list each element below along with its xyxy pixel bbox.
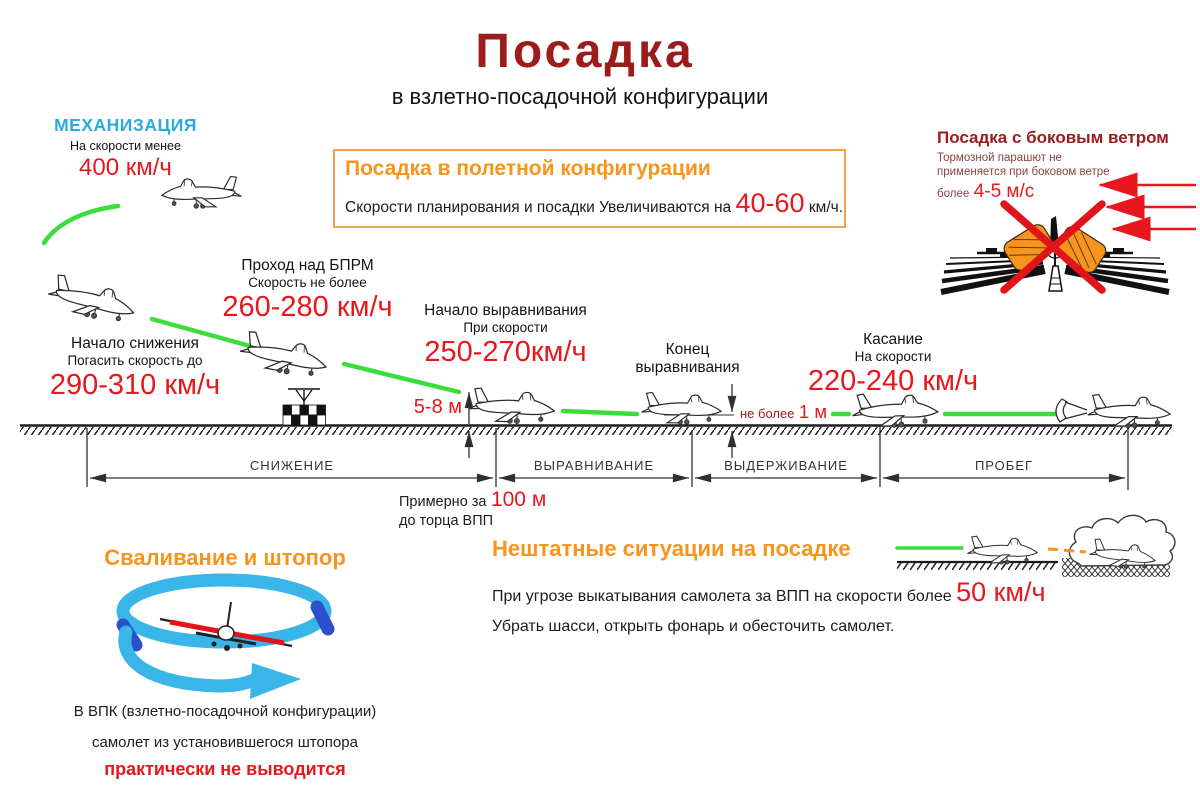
runway-ground [20,424,1172,435]
aircraft-touchdown-icon [851,390,939,430]
crosswind-line2: применяется при боковом ветре [937,165,1110,178]
distance-value: 100 м [490,488,547,511]
touchdown-value: 220-240 км/ч [807,365,979,397]
stall-spin-line2: самолет из установившегося штопора [92,734,358,751]
crosswind-limit: более 4-5 м/с [937,181,1197,203]
flare-height-label: 5-8 м [413,396,462,418]
excursion-illustration [895,514,1176,577]
phase-holdoff: ВЫДЕРЖИВАНИЕ [724,458,848,473]
emergencies-block: Нештатные ситуации на посадке При угрозе… [492,536,1052,636]
mechanization-heading: МЕХАНИЗАЦИЯ [54,115,197,135]
spin-illustration [116,573,335,699]
page-subtitle: в взлетно-посадочной конфигурации [391,84,769,109]
dimension-lines [86,384,1129,490]
mechanization-line: На скорости менее [70,139,181,153]
emergencies-line1: При угрозе выкатывания самолета за ВПП н… [492,588,952,605]
bprm-label: Проход над БПРМ Скорость не более 260-28… [200,257,415,323]
hold-height-text: не более [740,406,795,421]
crosswind-line1: Тормозной парашют не [937,152,1062,164]
bprm-l1: Проход над БПРМ [241,257,374,274]
prohibition-cross-icon [1000,200,1106,294]
descent-label: Начало снижения Погасить скорость до 290… [15,335,255,401]
stall-spin-heading: Сваливание и штопор [104,545,346,570]
distance-note1: Примерно за [399,494,487,510]
crosswind-heading: Посадка с боковым ветром [937,128,1169,147]
bprm-beacon-icon [282,388,326,426]
flare-end-label: Конец выравнивания [625,341,750,377]
aircraft-flare-end-icon [641,391,722,425]
descent-l1: Начало снижения [71,335,199,352]
phase-descent: СНИЖЕНИЕ [249,458,335,473]
spinning-aircraft-icon [159,601,293,651]
flight-config-unit: км/ч. [808,199,844,216]
page-title: Посадка [475,25,695,78]
emergencies-value1: 50 км/ч [956,577,1046,607]
aircraft-descent-start-icon [44,272,139,328]
descent-value: 290-310 км/ч [49,369,221,401]
crosswind-block: Посадка с боковым ветром Тормозной параш… [937,128,1197,203]
flare-start-value: 250-270км/ч [424,336,587,368]
flare-end-l2: выравнивания [635,359,740,376]
mechanization-block: МЕХАНИЗАЦИЯ На скорости менее 400 км/ч [38,115,213,182]
stall-spin-text: В ВПК (взлетно-посадочной конфигурации) … [45,703,405,780]
bprm-l2: Скорость не более [248,275,367,290]
drogue-chute-icon [1055,398,1088,423]
mechanization-value: 400 км/ч [79,154,172,181]
aircraft-flare-start-icon [467,387,556,426]
flare-start-l1: Начало выравнивания [424,302,587,319]
flight-config-heading: Посадка в полетной конфигурации [345,157,711,180]
stall-spin-line1: В ВПК (взлетно-посадочной конфигурации) [73,703,377,720]
distance-note2: до торца ВПП [399,513,494,529]
descent-l2: Погасить скорость до [67,353,203,368]
phase-flare: ВЫРАВНИВАНИЕ [533,458,655,473]
emergencies-heading: Нештатные ситуации на посадке [492,536,851,561]
flare-end-l1: Конец [665,341,710,358]
wind-arrows-icon [1098,172,1196,242]
emergencies-line2: Убрать шасси, открыть фонарь и обесточит… [492,618,895,635]
aircraft-silhouettes [44,175,1171,430]
aircraft-rollout-icon [1087,393,1171,429]
touchdown-label: Касание На скорости 220-240 км/ч [788,331,998,397]
flight-config-box: Посадка в полетной конфигурации Скорости… [333,149,846,228]
flare-start-l2: При скорости [463,320,548,335]
touchdown-l2: На скорости [854,349,932,364]
crosswind-illustration [940,172,1196,295]
flare-start-label: Начало выравнивания При скорости 250-270… [398,302,613,368]
hold-height-label: не более 1 м [740,401,827,423]
approach-path [41,203,1059,417]
hold-height-value: 1 м [798,401,828,422]
stall-spin-heading-wrap: Сваливание и штопор [80,545,370,571]
touchdown-l1: Касание [863,331,923,348]
flight-config-text: Скорости планирования и посадки Увеличив… [345,199,732,216]
flight-config-line: Скорости планирования и посадки Увеличив… [345,188,843,219]
phase-rollout: ПРОБЕГ [974,458,1034,473]
emergencies-line1-wrap: При угрозе выкатывания самолета за ВПП н… [492,577,1052,608]
crosswind-more-label: более [937,188,970,200]
bprm-value: 260-280 км/ч [222,291,393,323]
distance-note: Примерно за 100 м до торца ВПП [399,488,546,529]
stall-spin-line3: практически не выводится [104,759,346,779]
crosswind-value: 4-5 м/с [973,181,1035,202]
flight-config-value: 40-60 [735,188,805,218]
